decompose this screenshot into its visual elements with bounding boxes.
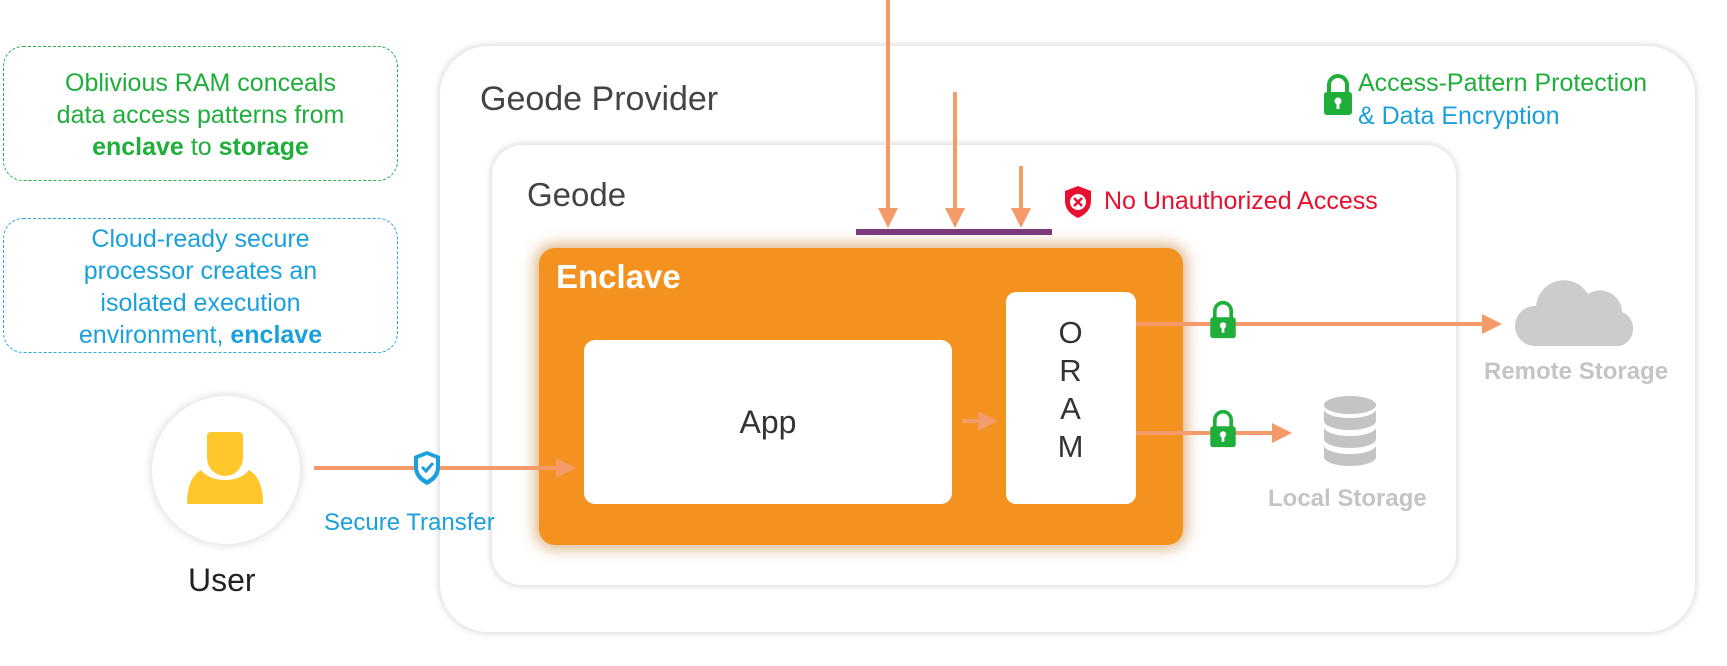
shield-check-icon [414, 451, 440, 485]
access-pattern-label: Access-Pattern Protection [1358, 69, 1648, 97]
enclave-note-line1: Cloud-ready secure [91, 225, 310, 253]
incoming-request-arrows [878, 0, 1031, 228]
local-storage-label: Local Storage [1268, 485, 1427, 512]
padlock-icon [1210, 409, 1236, 448]
padlock-icon [1210, 300, 1236, 339]
enclave-note-line2: processor creates an [83, 257, 318, 285]
oram-note-line1: Oblivious RAM conceals [65, 69, 336, 97]
remote-storage-label: Remote Storage [1484, 358, 1669, 385]
padlock-icon [1324, 74, 1352, 115]
oram-note-bold-storage: storage [218, 133, 309, 161]
no-unauthorized-access-label: No Unauthorized Access [1104, 187, 1378, 215]
data-encryption-label: & Data Encryption [1358, 102, 1560, 130]
app-box: App [584, 340, 952, 504]
user-icon [187, 432, 263, 504]
database-icon [1324, 396, 1376, 466]
cloud-icon [1514, 280, 1634, 346]
oram-note-line3: enclave to storage [4, 131, 397, 163]
app-label: App [739, 403, 797, 440]
oram-letter-m: M [1057, 429, 1085, 464]
enclave-note-line3: isolated execution [100, 289, 301, 317]
user-label: User [188, 562, 256, 598]
secure-transfer-label: Secure Transfer [324, 509, 495, 536]
oram-note: Oblivious RAM conceals data access patte… [3, 46, 398, 181]
enclave-note: Cloud-ready secure processor creates an … [3, 218, 398, 353]
oram-letter-a: A [1060, 391, 1082, 426]
provider-title: Geode Provider [480, 80, 719, 118]
oram-note-to: to [183, 133, 219, 161]
enclave-note-bold-enclave: enclave [230, 321, 323, 349]
shield-x-icon [1065, 186, 1091, 218]
enclave-note-line4-prefix: environment, [78, 321, 231, 349]
oram-note-line2: data access patterns from [56, 101, 345, 129]
oram-label: O R A M [1006, 314, 1136, 466]
oram-note-bold-enclave: enclave [92, 133, 184, 161]
oram-letter-r: R [1059, 353, 1083, 388]
geode-title: Geode [527, 176, 627, 213]
oram-box [1006, 292, 1136, 504]
enclave-note-line4: environment, enclave [4, 319, 397, 351]
enclave-title: Enclave [556, 258, 681, 295]
oram-letter-o: O [1058, 315, 1084, 350]
